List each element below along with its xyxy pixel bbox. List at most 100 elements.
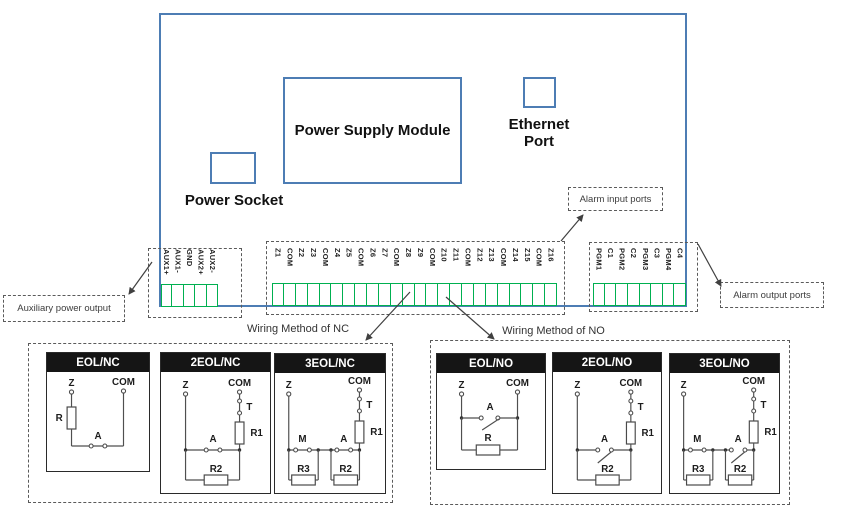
terminal-label: COM: [499, 248, 509, 267]
terminal-cell: [367, 283, 379, 306]
terminal-label: COM: [463, 248, 473, 267]
terminal-label: PGM4: [664, 248, 674, 271]
terminal-cell: [674, 283, 686, 306]
auxiliary-power-output-callout: Auxiliary power output: [3, 295, 125, 322]
terminal-cell: [390, 283, 403, 306]
terminal-label: Z10: [439, 248, 449, 262]
ethernet-port-label: Ethernet Port: [508, 116, 570, 151]
svg-text:R1: R1: [370, 427, 383, 438]
svg-text:COM: COM: [506, 378, 529, 389]
terminal-cell: [414, 283, 427, 306]
terminal: COM: [426, 248, 439, 306]
terminal: Z7: [378, 248, 391, 306]
terminal-label: C3: [652, 248, 662, 259]
terminal-cell: [161, 284, 173, 307]
terminal-cell: [604, 283, 617, 306]
svg-text:R2: R2: [601, 464, 614, 475]
power-supply-module-box: Power Supply Module: [283, 77, 462, 184]
arrow-to-alarm-output-callout: [697, 243, 722, 287]
terminal-label: PGM3: [640, 248, 650, 271]
terminal-cell: [307, 283, 320, 306]
svg-text:R1: R1: [764, 427, 777, 438]
terminal-label: Z16: [546, 248, 556, 262]
terminal: AUX1-: [172, 249, 184, 307]
terminal: PGM4: [662, 248, 675, 306]
terminal-label: GND: [185, 249, 195, 267]
wiring-diagram-title: 2EOL/NC: [161, 353, 270, 372]
terminal: Z3: [307, 248, 320, 306]
terminal-cell: [343, 283, 356, 306]
wiring-method-no-caption: Wiring Method of NO: [502, 325, 605, 337]
terminal-cell: [639, 283, 652, 306]
arrow-to-no-group: [445, 296, 495, 340]
terminal-cell: [462, 283, 474, 306]
terminal: Z9: [414, 248, 427, 306]
control-board-outline: [159, 13, 687, 307]
terminal-label: Z8: [404, 248, 414, 258]
svg-text:A: A: [340, 434, 347, 445]
terminal-cell: [426, 283, 439, 306]
terminal: COM: [390, 248, 403, 306]
terminal: C2: [627, 248, 640, 306]
terminal-cell: [545, 283, 557, 306]
terminal-label: C2: [629, 248, 639, 259]
terminal-label: C4: [675, 248, 685, 259]
power-socket-label: Power Socket: [184, 192, 284, 209]
svg-text:A: A: [94, 431, 101, 442]
terminal-cell: [331, 283, 344, 306]
terminal-cell: [206, 284, 219, 307]
terminal: Z1: [272, 248, 284, 306]
terminal-label: COM: [392, 248, 402, 267]
terminal-label: Z14: [510, 248, 520, 262]
terminal: Z12: [473, 248, 486, 306]
terminal-label: Z5: [344, 248, 354, 258]
terminal: Z10: [438, 248, 451, 306]
terminal: COM: [319, 248, 332, 306]
terminal-cell: [473, 283, 486, 306]
terminal-label: AUX1-: [173, 249, 183, 274]
power-socket-box: [210, 152, 256, 184]
svg-text:A: A: [601, 434, 608, 445]
svg-text:R3: R3: [297, 464, 310, 475]
power-supply-module-label: Power Supply Module: [294, 121, 451, 139]
aux-terminal-dashed-box: [148, 248, 242, 318]
terminal-cell: [402, 283, 415, 306]
svg-text:R2: R2: [210, 464, 223, 475]
svg-text:A: A: [209, 434, 216, 445]
terminal-label: AUX2+: [196, 249, 206, 275]
terminal: Z4: [331, 248, 344, 306]
svg-text:R: R: [485, 433, 492, 444]
svg-text:R1: R1: [642, 428, 655, 439]
svg-text:A: A: [735, 434, 742, 445]
terminal-label: Z11: [451, 248, 461, 262]
terminal-cell: [378, 283, 391, 306]
auxiliary-power-output-text: Auxiliary power output: [17, 303, 111, 314]
terminal-label: COM: [427, 248, 437, 267]
terminal-label: COM: [356, 248, 366, 267]
terminal-cell: [195, 284, 207, 307]
terminal: PGM2: [616, 248, 628, 306]
terminal-cell: [521, 283, 534, 306]
terminal-label: Z7: [380, 248, 390, 258]
wiring-diagram-title: EOL/NO: [437, 354, 545, 373]
terminal: AUX2+: [195, 249, 207, 307]
svg-text:R3: R3: [692, 464, 705, 475]
terminal-cell: [533, 283, 546, 306]
terminal-label: COM: [534, 248, 544, 267]
terminal-cell: [183, 284, 196, 307]
terminal-label: COM: [285, 248, 295, 267]
svg-text:COM: COM: [742, 376, 765, 387]
terminal-label: COM: [320, 248, 330, 267]
svg-text:R2: R2: [734, 464, 747, 475]
svg-text:R: R: [56, 413, 63, 424]
terminal-label: C1: [605, 248, 615, 259]
